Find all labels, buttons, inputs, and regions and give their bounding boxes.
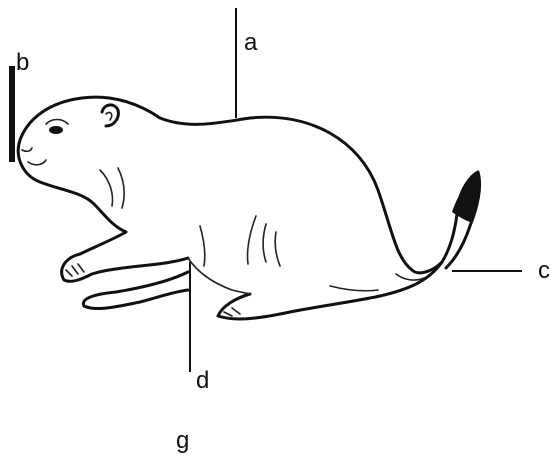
label-a: a	[244, 29, 258, 56]
fur-stroke-8	[396, 274, 424, 280]
front-leg-2	[83, 272, 188, 309]
ear-inner	[106, 112, 112, 120]
fur-stroke-2	[118, 168, 124, 208]
fur-stroke-4	[263, 224, 266, 262]
prairie-dog-illustration	[18, 97, 479, 319]
fur-stroke-1	[100, 170, 113, 206]
fur-stroke-3	[247, 216, 256, 264]
mouth	[28, 160, 46, 165]
front-toes	[66, 264, 84, 276]
eye-brow	[46, 120, 68, 125]
hind-foot	[218, 262, 442, 319]
belly-line	[188, 258, 250, 294]
label-d: d	[196, 367, 209, 394]
pointer-b-bar	[9, 66, 15, 162]
body-outline	[20, 97, 442, 273]
nose	[22, 148, 32, 151]
hind-toes	[224, 308, 240, 316]
figure-caption: g	[176, 427, 189, 454]
label-c: c	[538, 257, 550, 284]
eye	[49, 126, 63, 134]
chest-outline	[18, 140, 126, 254]
ear	[102, 105, 118, 126]
fur-stroke-6	[200, 226, 205, 266]
fur-stroke-5	[275, 232, 280, 266]
label-b: b	[16, 49, 29, 76]
fur-stroke-7	[330, 286, 378, 291]
